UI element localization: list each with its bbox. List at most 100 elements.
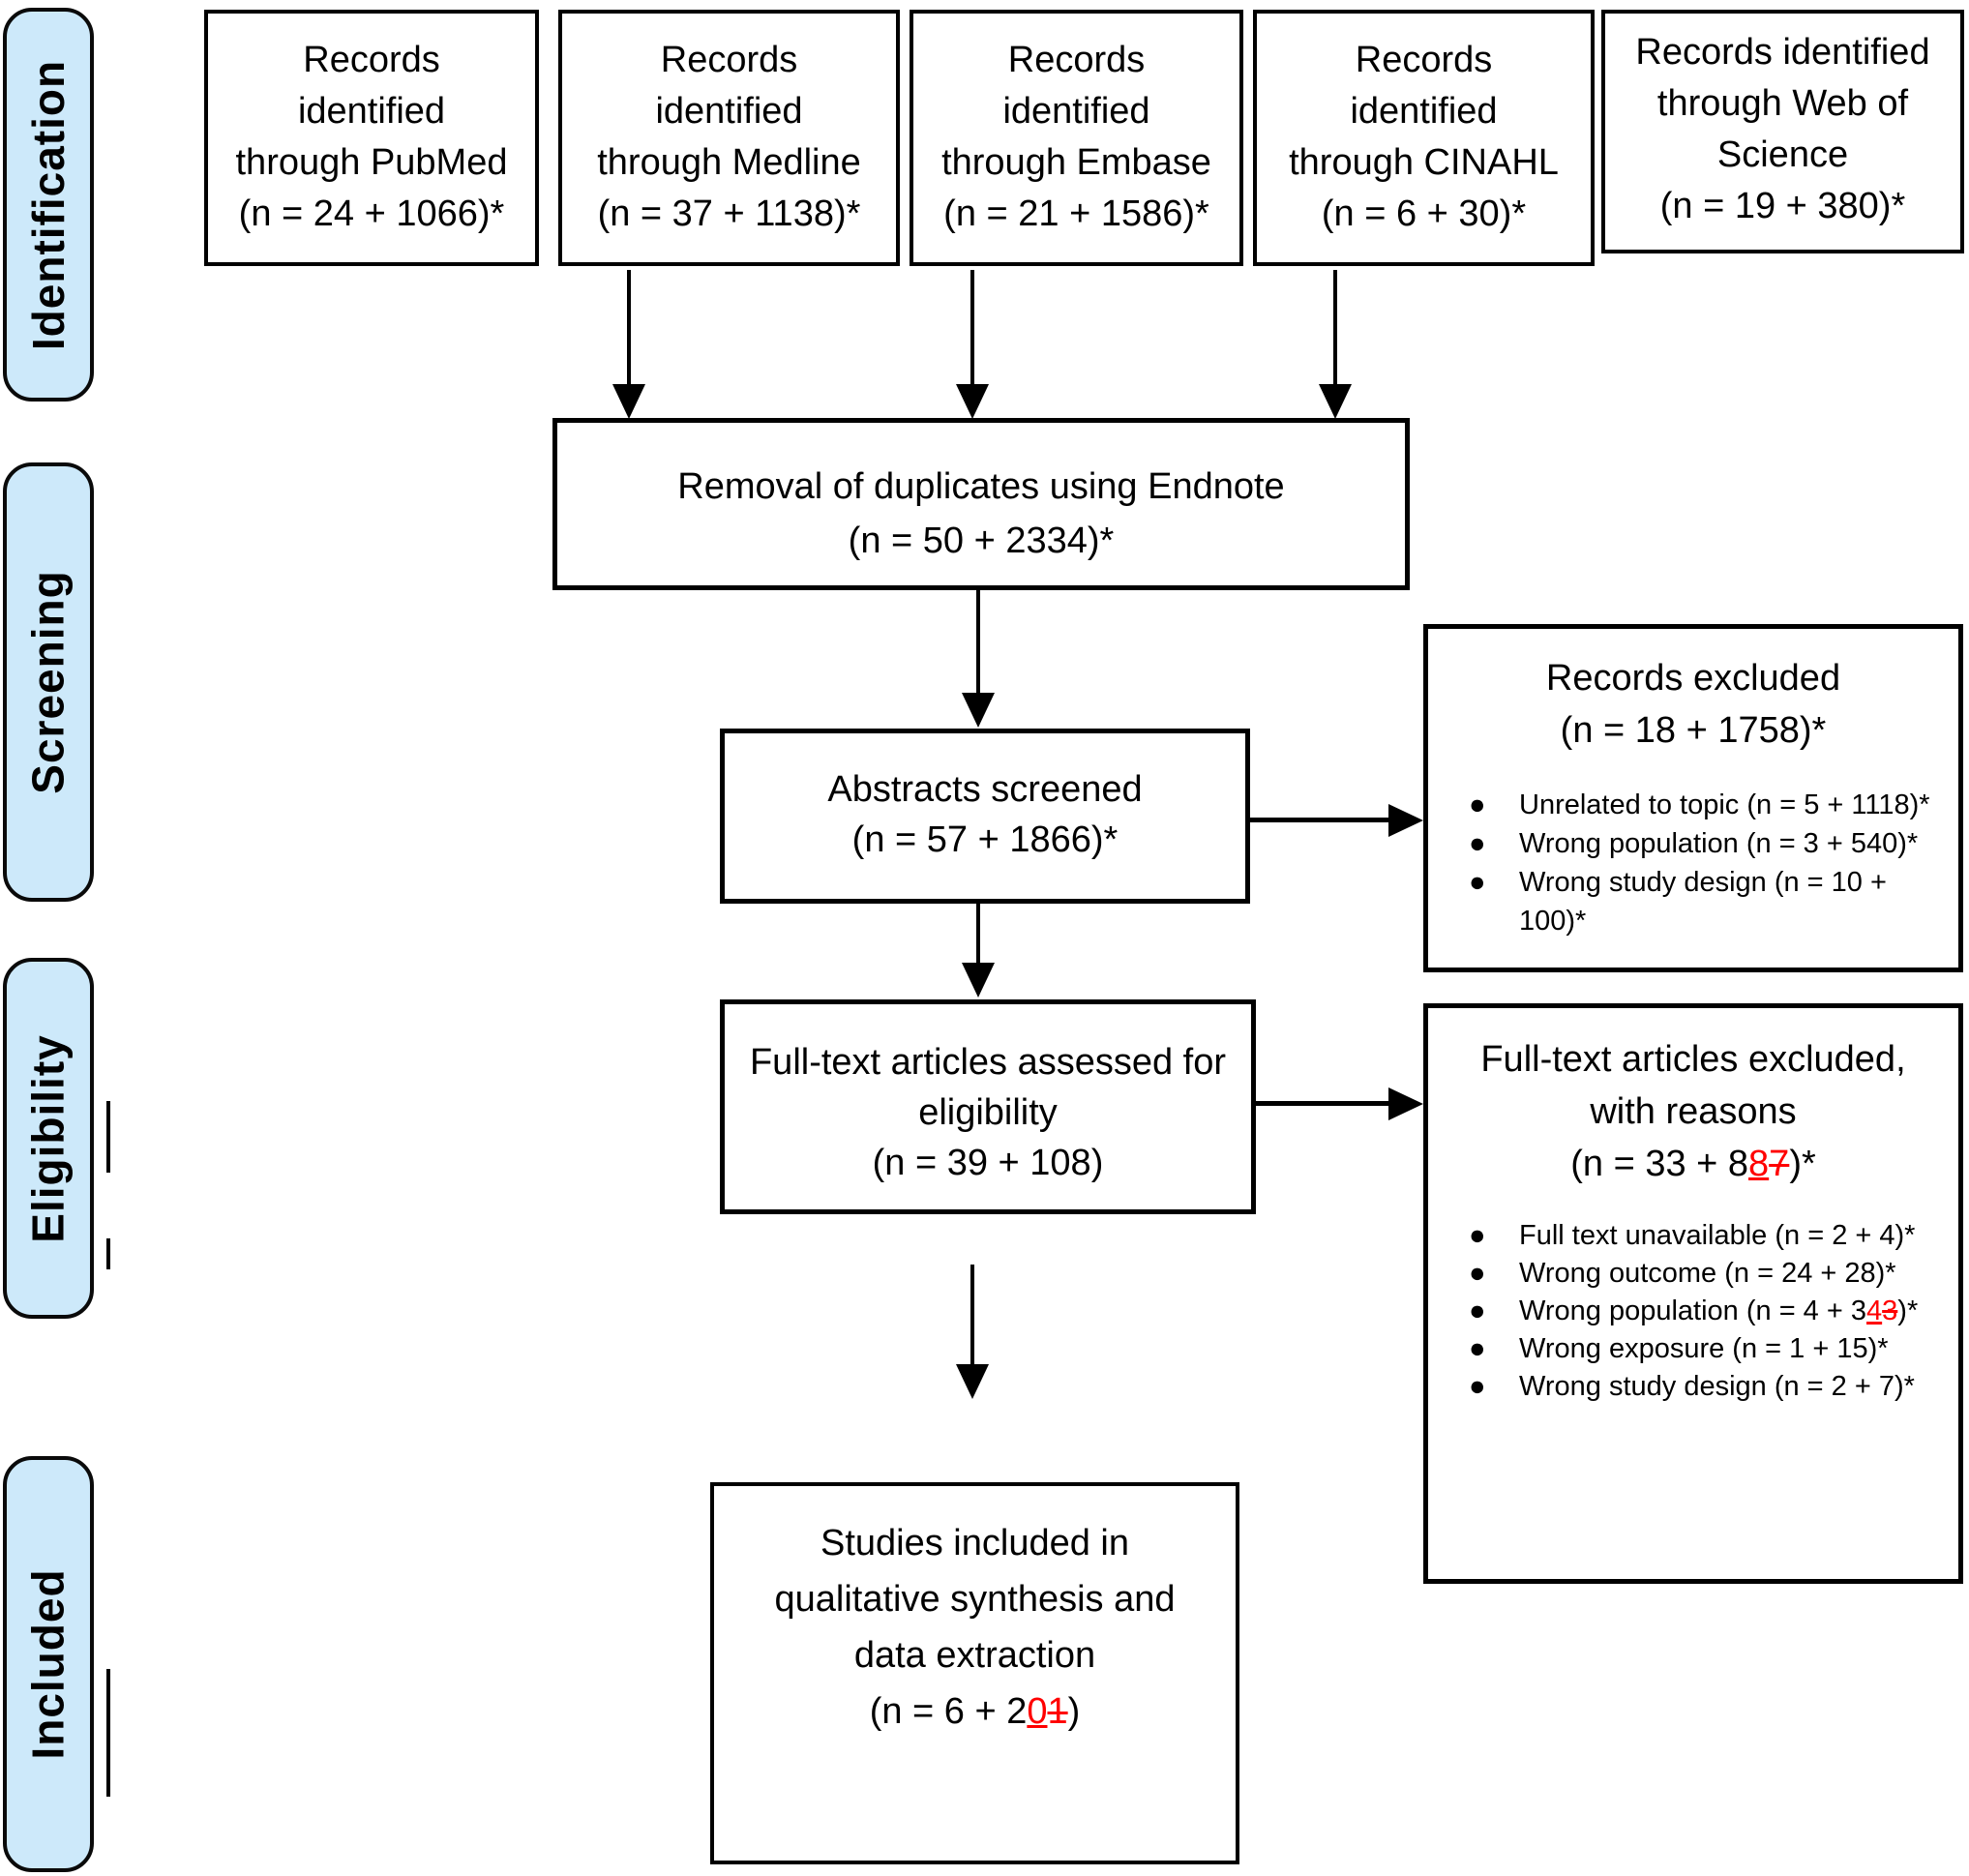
bullet-text: Unrelated to topic (n = 5 + 1118)* <box>1519 789 1930 820</box>
bullet-icon: ● <box>1469 1371 1486 1402</box>
box-records-cinahl: Records identified through CINAHL (n = 6… <box>1253 10 1595 266</box>
arrow-cinahl-to-duplicates <box>1333 270 1337 386</box>
box-fulltext-excluded-count: (n = 33 + 887)* <box>1428 1138 1958 1190</box>
box-fulltext-excluded: Full-text articles excluded, with reason… <box>1423 1003 1963 1584</box>
arrowhead-down-icon <box>956 1364 989 1399</box>
box-studies-included-count: (n = 6 + 201) <box>714 1683 1236 1740</box>
bullet-text: Wrong exposure (n = 1 + 15)* <box>1519 1333 1889 1364</box>
bullet-item: ● Wrong study design (n = 10 + 100)* <box>1428 863 1958 937</box>
bullet-deleted-digit: 3 <box>1882 1295 1898 1326</box>
count-deleted-digit: 7 <box>1769 1144 1790 1184</box>
bullet-icon: ● <box>1469 1220 1486 1251</box>
bullet-text: Wrong outcome (n = 24 + 28)* <box>1519 1258 1896 1289</box>
stage-eligibility-label: Eligibility <box>23 1033 74 1243</box>
bullet-item: ● Wrong outcome (n = 24 + 28)* <box>1428 1255 1958 1293</box>
arrow-duplicates-to-abstracts <box>976 590 980 695</box>
bullet-item: ● Wrong population (n = 4 + 343)* <box>1428 1293 1958 1330</box>
box-records-embase: Records identified through Embase (n = 2… <box>910 10 1243 266</box>
box-fulltext-excluded-title: Full-text articles excluded, <box>1480 1039 1906 1080</box>
bullet-text: Wrong study design (n = 2 + 7)* <box>1519 1371 1915 1402</box>
bullet-icon: ● <box>1469 828 1486 859</box>
box-studies-included-line: data extraction <box>853 1635 1096 1676</box>
stage-included-label: Included <box>23 1568 74 1760</box>
stage-included: Included <box>3 1456 94 1872</box>
box-records-medline-line: Records <box>660 40 798 80</box>
box-fulltext-assessed-line: Full-text articles assessed for <box>749 1042 1227 1083</box>
box-records-excluded-title: Records excluded <box>1545 658 1841 699</box>
box-records-webofscience-line: through Web of <box>1656 83 1909 124</box>
box-records-medline-count: (n = 37 + 1138)* <box>597 194 861 234</box>
tick-mark <box>106 1238 110 1269</box>
box-records-embase-count: (n = 21 + 1586)* <box>943 194 1209 234</box>
bullet-item: ● Full text unavailable (n = 2 + 4)* <box>1428 1217 1958 1255</box>
bullet-post: )* <box>1897 1295 1919 1326</box>
box-records-medline: Records identified through Medline (n = … <box>558 10 900 266</box>
box-records-pubmed-line: Records <box>303 40 440 80</box>
arrowhead-right-icon <box>1388 804 1423 837</box>
arrowhead-down-icon <box>962 963 995 998</box>
count-post: )* <box>1789 1144 1816 1184</box>
box-records-cinahl-line: through CINAHL <box>1289 142 1559 183</box>
bullet-icon: ● <box>1469 1295 1486 1326</box>
bullet-text: Full text unavailable (n = 2 + 4)* <box>1519 1220 1916 1251</box>
count-post: ) <box>1067 1691 1081 1732</box>
box-duplicates-removed-line: Removal of duplicates using Endnote <box>677 466 1285 507</box>
box-abstracts-screened-line: Abstracts screened <box>827 769 1143 810</box>
box-records-medline-line: through Medline <box>597 142 861 183</box>
box-studies-included: Studies included in qualitative synthesi… <box>710 1482 1239 1864</box>
box-studies-included-line: qualitative synthesis and <box>774 1579 1176 1620</box>
bullet-icon: ● <box>1469 789 1486 820</box>
arrowhead-down-icon <box>612 384 645 419</box>
arrowhead-down-icon <box>956 384 989 419</box>
bullet-text: Wrong study design (n = 10 + 100)* <box>1519 867 1887 937</box>
stage-identification: Identification <box>3 8 94 402</box>
box-records-webofscience: Records identified through Web of Scienc… <box>1601 10 1964 253</box>
box-records-pubmed-line: through PubMed <box>235 142 508 183</box>
arrow-abstracts-to-fulltext <box>976 904 980 965</box>
bullet-item: ● Wrong exposure (n = 1 + 15)* <box>1428 1330 1958 1368</box>
bullet-item: ● Unrelated to topic (n = 5 + 1118)* <box>1428 786 1958 824</box>
bullet-icon: ● <box>1469 867 1486 898</box>
stage-screening: Screening <box>3 462 94 902</box>
box-records-pubmed: Records identified through PubMed (n = 2… <box>204 10 539 266</box>
bullet-inserted-digit: 4 <box>1866 1295 1883 1326</box>
bullet-text: Wrong population (n = 3 + 540)* <box>1519 828 1919 859</box>
arrow-fulltext-to-studies <box>970 1265 974 1366</box>
box-duplicates-removed: Removal of duplicates using Endnote (n =… <box>552 418 1410 590</box>
arrowhead-right-icon <box>1388 1087 1423 1120</box>
box-records-cinahl-line: Records <box>1355 40 1493 80</box>
box-records-cinahl-line: identified <box>1350 91 1498 132</box>
fulltext-excluded-bullet-list: ● Full text unavailable (n = 2 + 4)* ● W… <box>1428 1217 1958 1406</box>
count-pre: (n = 33 + 8 <box>1570 1144 1749 1184</box>
tick-mark <box>106 1101 110 1173</box>
box-records-embase-line: Records <box>1007 40 1146 80</box>
count-inserted-digit: 8 <box>1748 1144 1770 1184</box>
stage-screening-label: Screening <box>23 570 75 794</box>
bullet-pre: Wrong population (n = 4 + 3 <box>1519 1295 1866 1326</box>
box-fulltext-excluded-title: with reasons <box>1590 1091 1797 1132</box>
box-records-webofscience-count: (n = 19 + 380)* <box>1659 186 1906 226</box>
box-abstracts-screened-count: (n = 57 + 1866)* <box>851 819 1119 860</box>
arrowhead-down-icon <box>1319 384 1352 419</box>
arrowhead-down-icon <box>962 693 995 728</box>
count-inserted-digit: 0 <box>1027 1691 1048 1732</box>
count-pre: (n = 6 + 2 <box>869 1691 1028 1732</box>
box-studies-included-line: Studies included in <box>820 1523 1129 1563</box>
arrow-abstracts-to-excluded <box>1250 818 1390 822</box>
box-records-excluded: Records excluded (n = 18 + 1758)* ● Unre… <box>1423 624 1963 972</box>
bullet-icon: ● <box>1469 1258 1486 1289</box>
box-records-embase-line: identified <box>1002 91 1150 132</box>
tick-mark <box>106 1669 110 1797</box>
box-records-pubmed-line: identified <box>297 91 446 132</box>
box-fulltext-assessed-count: (n = 39 + 108) <box>872 1143 1104 1183</box>
box-records-embase-line: through Embase <box>941 142 1211 183</box>
records-excluded-bullet-list: ● Unrelated to topic (n = 5 + 1118)* ● W… <box>1428 786 1958 937</box>
count-deleted-digit: 1 <box>1047 1691 1068 1732</box>
box-abstracts-screened: Abstracts screened (n = 57 + 1866)* <box>720 729 1250 904</box>
bullet-icon: ● <box>1469 1333 1486 1364</box>
box-records-cinahl-count: (n = 6 + 30)* <box>1321 194 1527 234</box>
stage-eligibility: Eligibility <box>3 958 94 1319</box>
arrow-medline-to-duplicates <box>627 270 631 386</box>
box-fulltext-assessed: Full-text articles assessed for eligibil… <box>720 999 1256 1214</box>
